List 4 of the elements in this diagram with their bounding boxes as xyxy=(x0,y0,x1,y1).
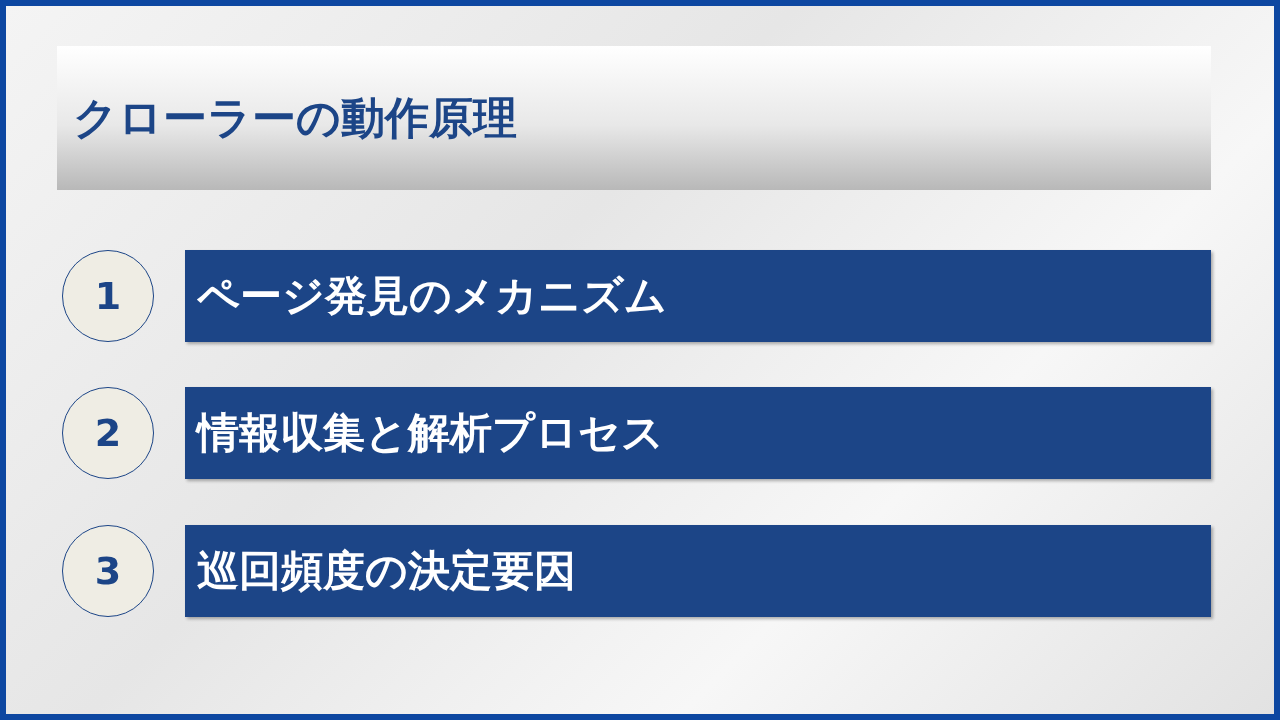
step-banner: ページ発見のメカニズム xyxy=(185,250,1211,342)
step-banner: 情報収集と解析プロセス xyxy=(185,387,1211,479)
step-banner: 巡回頻度の決定要因 xyxy=(185,525,1211,617)
title-banner: クローラーの動作原理 xyxy=(57,46,1211,190)
